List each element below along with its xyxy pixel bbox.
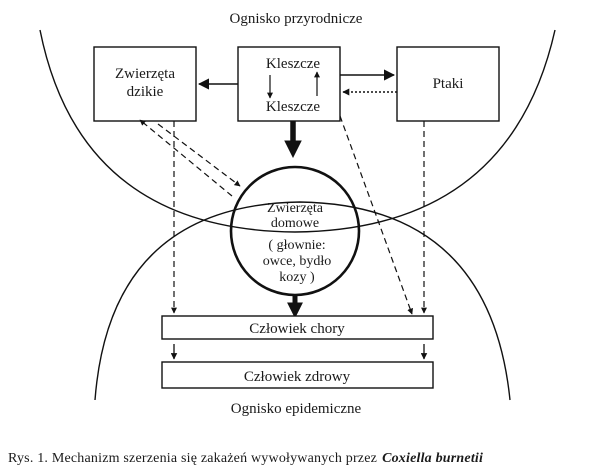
domestic-label-4: owce, bydło	[263, 254, 331, 269]
epidemic-focus-arc	[94, 201, 511, 401]
caption-prefix: Rys. 1. Mechanizm szerzenia się zakażeń …	[8, 451, 377, 466]
natural-focus-arc	[39, 29, 556, 233]
figure-caption: Rys. 1. Mechanizm szerzenia się zakażeń …	[8, 451, 483, 466]
domestic-label-3: ( głownie:	[268, 238, 325, 253]
domestic-label-2: domowe	[271, 216, 319, 231]
healthy-human-label: Człowiek zdrowy	[244, 369, 351, 385]
domestic-label-1: Zwierzęta	[267, 201, 324, 216]
wild-to-domestic-dashed-arrow	[157, 123, 241, 187]
ticks-top-label: Kleszcze	[266, 56, 320, 72]
caption-organism: Coxiella burnetii	[382, 451, 483, 466]
ticks-to-sick-dashed-arrow	[339, 115, 413, 315]
sick-human-label: Człowiek chory	[249, 321, 345, 337]
wild-animals-box	[93, 46, 197, 122]
domestic-to-wild-dashed-arrow	[139, 119, 233, 197]
ticks-bottom-label: Kleszcze	[266, 99, 320, 115]
healthy-human-box	[161, 361, 434, 389]
domestic-label-5: kozy )	[279, 270, 315, 285]
sick-human-box	[161, 315, 434, 340]
birds-label: Ptaki	[433, 76, 464, 92]
natural-focus-label: Ognisko przyrodnicze	[230, 11, 363, 27]
epidemic-focus-label: Ognisko epidemiczne	[231, 401, 362, 417]
wild-animals-label-2: dzikie	[127, 84, 164, 100]
birds-box	[396, 46, 500, 122]
ticks-box	[237, 46, 341, 122]
wild-animals-label-1: Zwierzęta	[115, 66, 175, 82]
